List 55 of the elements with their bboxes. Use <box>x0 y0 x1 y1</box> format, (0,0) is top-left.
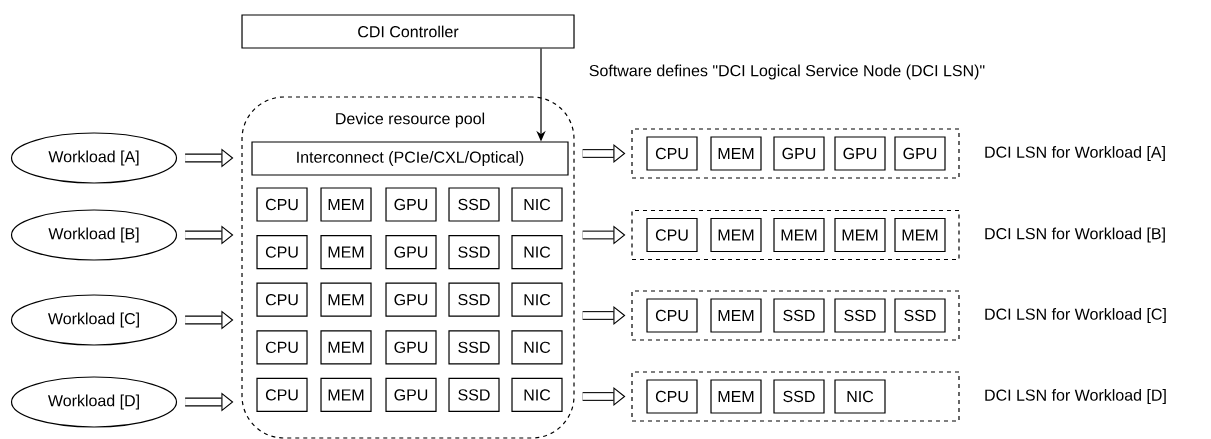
device-box: GPU <box>834 136 886 171</box>
device-box: GPU <box>385 282 437 317</box>
block-arrow <box>582 144 626 163</box>
device-box: SSD <box>773 379 825 414</box>
device-box: GPU <box>385 187 437 222</box>
device-box: GPU <box>773 136 825 171</box>
device-box: MEM <box>320 330 372 365</box>
group-label: DCI LSN for Workload [A] <box>985 146 1165 161</box>
device-box: SSD <box>894 298 946 333</box>
device-box: MEM <box>320 235 372 270</box>
device-box: NIC <box>511 187 563 222</box>
device-box: GPU <box>385 377 437 412</box>
device-box: MEM <box>320 282 372 317</box>
device-box: CPU <box>256 377 308 412</box>
device-box: NIC <box>511 282 563 317</box>
device-box: SSD <box>448 377 500 412</box>
device-box: NIC <box>511 235 563 270</box>
device-box: MEM <box>320 187 372 222</box>
device-box: MEM <box>710 217 762 253</box>
device-box: CPU <box>256 235 308 270</box>
device-box: SSD <box>448 330 500 365</box>
device-box: SSD <box>834 298 886 333</box>
edge-label: Software defines "DCI Logical Service Node (DCI LSN)" <box>587 63 987 81</box>
device-box: SSD <box>448 235 500 270</box>
block-arrow <box>582 306 626 325</box>
device-box: CPU <box>256 282 308 317</box>
device-box: MEM <box>320 377 372 412</box>
device-box: GPU <box>385 235 437 270</box>
device-box: NIC <box>511 377 563 412</box>
device-box: CPU <box>256 187 308 222</box>
device-box: CPU <box>646 379 698 414</box>
interconnect-box: Interconnect (PCIe/CXL/Optical) <box>251 141 569 176</box>
device-box: MEM <box>773 217 825 253</box>
device-box: NIC <box>511 330 563 365</box>
device-box: NIC <box>834 379 886 414</box>
device-box: MEM <box>710 298 762 333</box>
group-label: DCI LSN for Workload [B] <box>985 227 1165 243</box>
group-label: DCI LSN for Workload [C] <box>985 308 1166 323</box>
device-box: CPU <box>646 298 698 333</box>
block-arrow <box>582 387 626 406</box>
device-box: SSD <box>448 187 500 222</box>
device-box: CPU <box>646 217 698 253</box>
device-box: CPU <box>646 136 698 171</box>
device-box: GPU <box>385 330 437 365</box>
device-box: MEM <box>834 217 886 253</box>
group-label: DCI LSN for Workload [D] <box>985 389 1166 404</box>
controller-box: CDI Controller <box>241 14 575 49</box>
device-box: MEM <box>710 379 762 414</box>
device-box: CPU <box>256 330 308 365</box>
device-box: MEM <box>710 136 762 171</box>
device-box: GPU <box>894 136 946 171</box>
device-box: MEM <box>894 217 946 253</box>
pool-title: Device resource pool <box>336 112 485 128</box>
device-box: SSD <box>773 298 825 333</box>
device-box: SSD <box>448 282 500 317</box>
